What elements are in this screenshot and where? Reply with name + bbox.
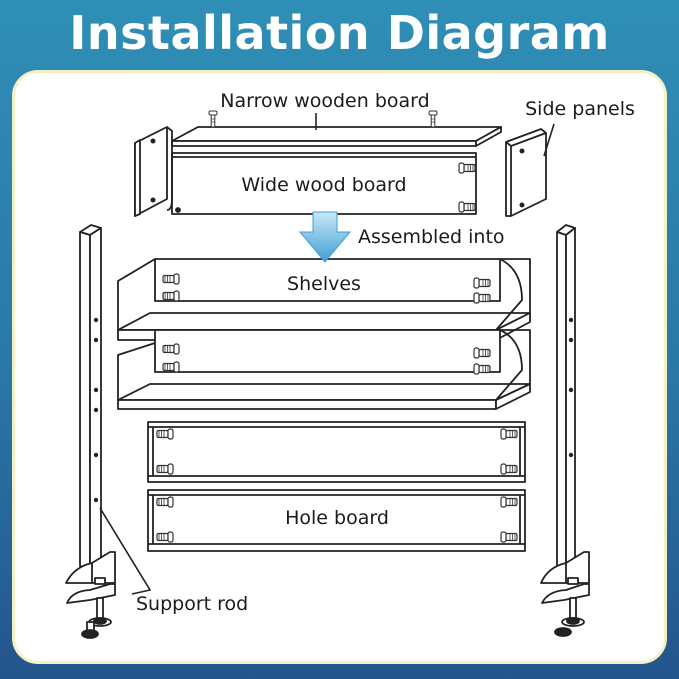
shelf-bottom [117, 329, 531, 410]
screw-icon [162, 290, 180, 302]
screw-icon [156, 428, 174, 440]
screw-icon [162, 273, 180, 285]
label-shelves: Shelves [287, 273, 361, 295]
screw-icon [458, 201, 476, 213]
leader-line-support-rod [99, 507, 152, 595]
screw-icon [473, 277, 491, 289]
screw-icon [458, 162, 476, 174]
board-screw-icon [428, 110, 438, 128]
clamp-left [65, 551, 116, 639]
hole-board-top [147, 421, 526, 483]
screw-icon [473, 347, 491, 359]
page-title: Installation Diagram [69, 6, 610, 60]
side-panel-right [505, 128, 547, 217]
clamp-right [540, 551, 590, 637]
support-rod-left [79, 224, 102, 571]
screw-icon [500, 428, 518, 440]
screw-icon [162, 361, 180, 373]
screw-icon [156, 496, 174, 508]
label-wide-wood-board: Wide wood board [241, 174, 406, 196]
screw-icon [156, 531, 174, 543]
screw-icon [473, 292, 491, 304]
screw-icon [500, 496, 518, 508]
leader-line-side-panels [543, 123, 555, 157]
narrow-wooden-board [171, 110, 502, 147]
label-assembled-into: Assembled into [358, 226, 505, 248]
label-narrow-wooden-board: Narrow wooden board [220, 90, 429, 112]
shelf-top [117, 258, 531, 341]
support-rod-right [556, 224, 576, 571]
label-support-rod: Support rod [136, 593, 248, 615]
screw-icon [500, 463, 518, 475]
screw-icon [473, 363, 491, 375]
hole-board-bottom [147, 489, 526, 552]
label-side-panels: Side panels [525, 98, 635, 120]
down-arrow-icon [298, 211, 352, 263]
side-panel-left [134, 126, 173, 217]
screw-icon [500, 531, 518, 543]
board-screw-icon [208, 110, 218, 128]
screw-icon [156, 463, 174, 475]
label-hole-board: Hole board [285, 507, 389, 529]
screw-icon [162, 343, 180, 355]
